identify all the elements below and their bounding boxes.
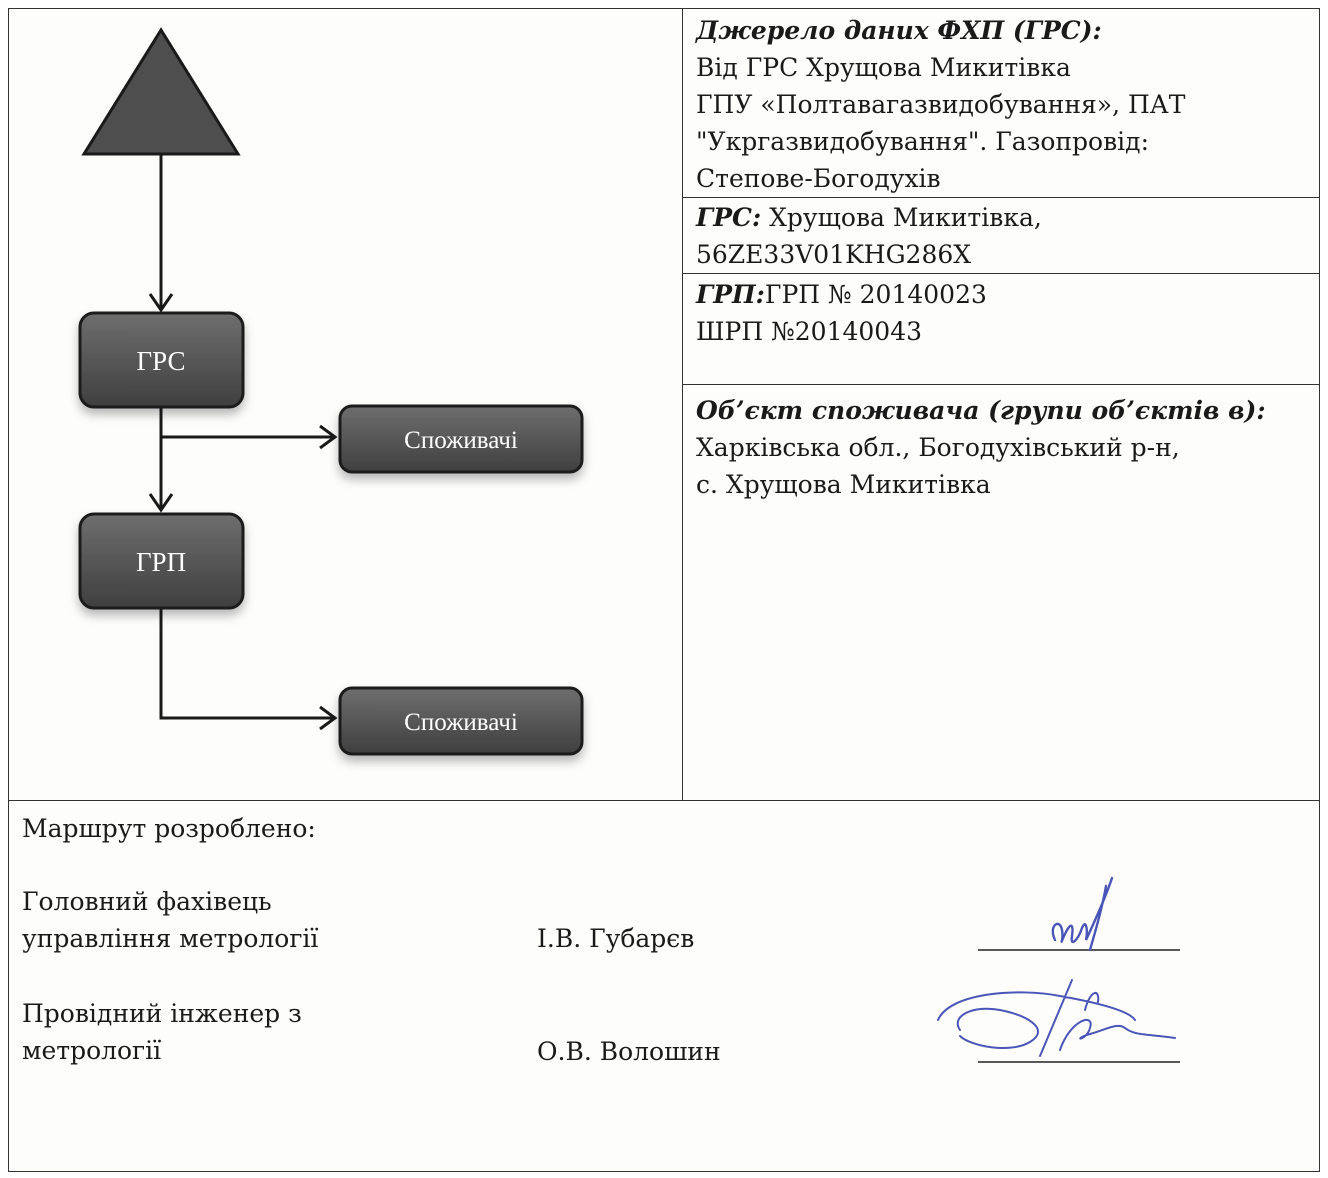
object-line-1: Харківська обл., Богодухівський р-н,	[696, 433, 1180, 462]
column-divider	[682, 8, 683, 801]
row-divider-2	[683, 273, 1320, 274]
node-grp: ГРП	[78, 512, 245, 610]
row-divider-1	[683, 197, 1320, 198]
node-grp-label: ГРП	[136, 547, 186, 577]
signature-1	[1051, 876, 1114, 952]
route-developed-label: Маршрут розроблено:	[22, 814, 316, 843]
flow-connectors	[148, 154, 338, 731]
node-consumers-2: Споживачі	[338, 686, 584, 756]
signature-2	[937, 979, 1176, 1057]
person1-position-line-1: Головний фахівець	[22, 887, 272, 916]
grp-label: ГРП:	[696, 280, 765, 309]
node-consumers-1-label: Споживачі	[404, 427, 518, 454]
section-divider	[8, 800, 1320, 801]
object-line-2: с. Хрущова Микитівка	[696, 470, 991, 499]
node-consumers-1: Споживачі	[338, 404, 584, 474]
source-line-1: Від ГРС Хрущова Микитівка	[696, 53, 1071, 82]
grs-code: 56ZE33V01KHG286X	[696, 240, 972, 269]
source-line-4: Степове-Богодухів	[696, 164, 941, 193]
object-label: Об’єкт споживача (групи об’єктів в):	[696, 396, 1266, 425]
grs-label: ГРС:	[696, 203, 762, 232]
person2-position: Провідний інженер з метрології	[22, 995, 302, 1069]
person2-name: О.В. Волошин	[537, 1037, 721, 1066]
gas-flow-diagram: ГРС Споживачі ГРП Споживачі	[78, 27, 584, 756]
gas-source-triangle-icon	[81, 27, 241, 156]
source-cell: Джерело даних ФХП (ГРС): Від ГРС Хрущова…	[696, 12, 1316, 197]
grp-number: ГРП № 20140023	[764, 280, 987, 309]
node-grs: ГРС	[78, 311, 245, 409]
person1-name: І.В. Губарєв	[537, 924, 695, 953]
node-grs-label: ГРС	[137, 346, 186, 376]
source-line-3: "Укргазвидобування". Газопровід:	[696, 127, 1149, 156]
source-line-2: ГПУ «Полтавагазвидобування», ПАТ	[696, 90, 1186, 119]
person1-position: Головний фахівець управління метрології	[22, 883, 318, 957]
shrp-number: ШРП №20140043	[696, 317, 923, 346]
grp-cell: ГРП:ГРП № 20140023 ШРП №20140043	[696, 276, 1316, 350]
node-consumers-2-label: Споживачі	[404, 709, 518, 736]
grs-name: Хрущова Микитівка,	[761, 203, 1042, 232]
person2-position-line-1: Провідний інженер з	[22, 999, 302, 1028]
person2-position-line-2: метрології	[22, 1036, 162, 1065]
source-label: Джерело даних ФХП (ГРС):	[696, 16, 1102, 45]
grs-cell: ГРС: Хрущова Микитівка, 56ZE33V01KHG286X	[696, 199, 1316, 273]
object-cell: Об’єкт споживача (групи об’єктів в): Хар…	[696, 392, 1316, 503]
signatures-image	[937, 876, 1180, 1063]
row-divider-3	[683, 384, 1320, 385]
person1-position-line-2: управління метрології	[22, 924, 319, 953]
